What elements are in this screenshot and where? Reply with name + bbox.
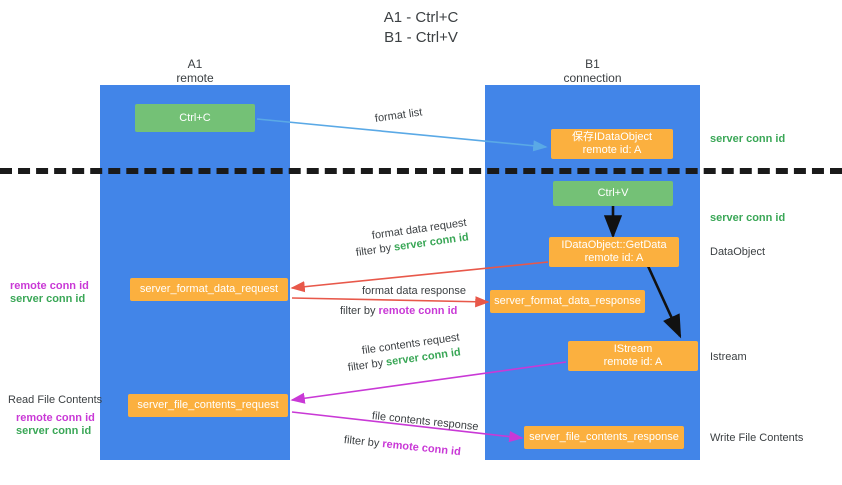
lane-b1-name: B1 [585,57,600,71]
right-label-istream: Istream [710,351,747,363]
edge-label-file-contents-response: file contents response [371,409,479,434]
filter-prefix: filter by [347,356,387,374]
box-getdata-line1: IDataObject::GetData [561,239,667,251]
diagram-title: A1 - Ctrl+C B1 - Ctrl+V [0,8,842,48]
lane-a1-role: remote [176,71,214,85]
box-getdata: IDataObject::GetData remote id: A [549,237,679,267]
lane-b1-role: connection [563,71,622,85]
edge-label-format-data-response-text: format data response [362,285,466,297]
filter-value-remote-conn-id: remote conn id [381,438,462,459]
box-getdata-line2: remote id: A [584,252,644,264]
edge-label-format-list-text: format list [374,106,424,125]
box-ctrl-v: Ctrl+V [553,181,673,206]
left-label-remote-conn-id-1: remote conn id [10,280,89,292]
filter-prefix: filter by [340,305,379,317]
box-istream-line2: remote id: A [603,356,663,368]
left-label-server-conn-id-2: server conn id [16,425,92,437]
right-label-dataobject: DataObject [710,246,766,258]
box-ctrl-c-label: Ctrl+C [179,111,211,124]
edge-label-format-list: format list [374,105,423,126]
lane-a1-name: A1 [187,57,203,71]
box-idataobject-store-line1: 保存IDataObject [571,131,653,143]
lane-header-b1: B1 connection [485,57,700,85]
box-istream-line1: IStream [613,343,653,355]
section-divider [0,168,842,174]
right-label-server-conn-id-top: server conn id [710,133,786,145]
left-label-remote-conn-id-2: remote conn id [16,412,95,424]
left-label-read-file-contents: Read File Contents [8,394,103,406]
box-server-file-contents-response-label: server_file_contents_response [529,431,679,443]
left-label-server-conn-id-1: server conn id [10,293,86,305]
box-ctrl-c: Ctrl+C [135,104,255,132]
box-ctrl-v-label: Ctrl+V [597,187,629,199]
box-server-file-contents-request-label: server_file_contents_request [137,399,279,411]
lane-header-a1: A1 remote [100,57,290,85]
box-server-file-contents-request: server_file_contents_request [128,394,288,417]
arrow-format-data-response [291,296,490,308]
box-server-format-data-response-label: server_format_data_response [494,295,641,307]
filter-value-remote-conn-id: remote conn id [378,305,458,317]
box-server-format-data-request-label: server_format_data_request [139,283,279,295]
right-label-server-conn-id-mid: server conn id [710,212,786,224]
box-idataobject-store-line2: remote id: A [582,144,642,156]
filter-prefix: filter by [355,241,395,259]
title-line-1: A1 - Ctrl+C [383,9,459,26]
edge-label-file-contents-response-filter: filter by remote conn id [343,433,461,459]
right-label-write-file-contents: Write File Contents [710,432,804,444]
filter-prefix: filter by [343,434,383,450]
edge-label-file-contents-response-text: file contents response [371,410,480,434]
edge-label-format-data-response-filter: filter by remote conn id [340,304,457,318]
title-line-2: B1 - Ctrl+V [384,29,458,46]
box-server-format-data-response: server_format_data_response [490,290,645,313]
box-server-format-data-request: server_format_data_request [130,278,288,301]
box-istream: IStream remote id: A [568,341,698,371]
edge-label-format-data-response: format data response [362,284,466,298]
box-server-file-contents-response: server_file_contents_response [524,426,684,449]
box-idataobject-store: 保存IDataObject remote id: A [551,129,673,159]
